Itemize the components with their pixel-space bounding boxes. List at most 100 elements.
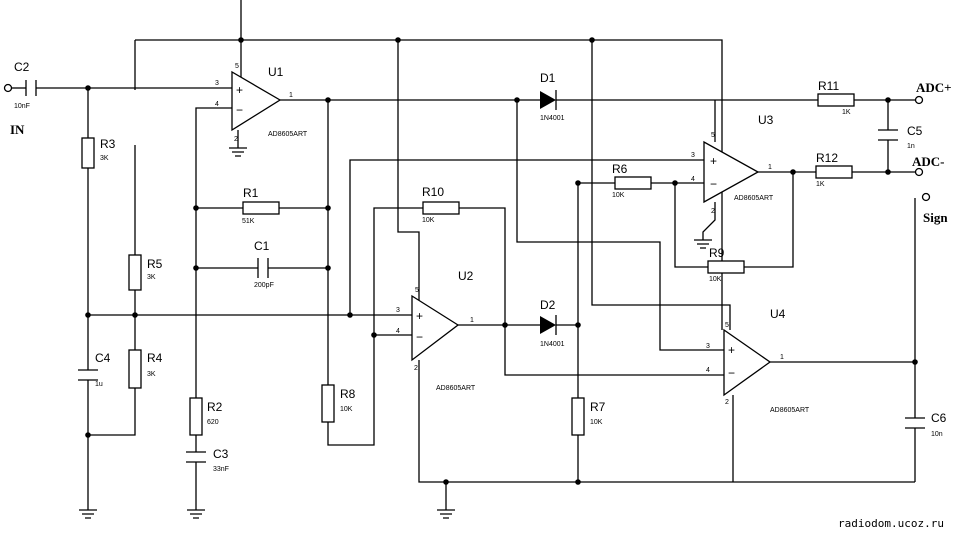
junction <box>132 312 138 318</box>
u4-plus-symbol: + <box>728 343 735 357</box>
u3-plus-symbol: + <box>710 154 717 168</box>
r2-ref: R2 <box>207 400 223 414</box>
port-label-adc-plus: ADC+ <box>916 80 952 95</box>
junction <box>575 180 581 186</box>
u1-pin-1: 1 <box>289 92 293 99</box>
u1-pin-5: 5 <box>235 63 239 70</box>
capacitor-c3 <box>186 451 206 463</box>
u3-ref: U3 <box>758 113 774 127</box>
r11-ref: R11 <box>818 79 839 93</box>
capacitor-c5 <box>878 129 898 141</box>
port-label-adc-minus: ADC- <box>912 154 945 169</box>
junction <box>790 169 796 175</box>
r1-value: 51K <box>242 218 255 225</box>
r8-ref: R8 <box>340 387 356 401</box>
r6-ref: R6 <box>612 162 628 176</box>
u3-pin-3: 3 <box>691 152 695 159</box>
d1-value: 1N4001 <box>540 115 565 122</box>
u3-minus-symbol: − <box>710 177 717 191</box>
u4-pin-4: 4 <box>706 367 710 374</box>
junction <box>912 359 918 365</box>
resistor-r11 <box>817 93 855 107</box>
d1-ref: D1 <box>540 71 556 85</box>
port-terminal-sign <box>921 192 931 202</box>
ground-icon <box>437 509 455 519</box>
junction <box>575 479 581 485</box>
watermark: radiodom.ucoz.ru <box>838 517 944 530</box>
port-terminal-adc-minus <box>914 167 924 177</box>
u2-pin-1: 1 <box>470 317 474 324</box>
r12-ref: R12 <box>816 151 838 165</box>
u2-pin-5: 5 <box>415 287 419 294</box>
r9-value: 10K <box>709 276 722 283</box>
junction <box>238 37 244 43</box>
resistor-r10 <box>422 201 460 215</box>
r12-value: 1K <box>816 181 825 188</box>
c1-ref: C1 <box>254 239 270 253</box>
c5-ref: C5 <box>907 124 923 138</box>
u1-plus-symbol: + <box>236 83 243 97</box>
r4-ref: R4 <box>147 351 163 365</box>
wire <box>516 100 724 351</box>
u4-pin-2: 2 <box>725 399 729 406</box>
u2-ref: U2 <box>458 269 474 283</box>
c6-ref: C6 <box>931 411 947 425</box>
r7-value: 10K <box>590 419 603 426</box>
r5-value: 3K <box>147 274 156 281</box>
wire <box>459 207 724 376</box>
r1-ref: R1 <box>243 186 259 200</box>
junction <box>371 332 377 338</box>
d2-value: 1N4001 <box>540 341 565 348</box>
wire <box>418 360 915 483</box>
u2-pin-4: 4 <box>396 328 400 335</box>
r8-value: 10K <box>340 406 353 413</box>
u1-value: AD8605ART <box>268 131 308 138</box>
opamp-u2 <box>411 294 460 362</box>
resistor-r4 <box>128 349 142 389</box>
opamp-u1 <box>231 70 282 132</box>
wire <box>195 107 232 398</box>
u4-minus-symbol: − <box>728 366 735 380</box>
u4-pin-5: 5 <box>725 322 729 329</box>
wire <box>88 388 136 436</box>
resistor-r6 <box>614 176 652 190</box>
port-label-sign: Sign <box>923 210 948 225</box>
wires <box>12 0 916 510</box>
c5-value: 1n <box>907 143 915 150</box>
u3-value: AD8605ART <box>734 195 774 202</box>
r3-ref: R3 <box>100 137 116 151</box>
junction <box>502 322 508 328</box>
u3-pin-4: 4 <box>691 176 695 183</box>
junction <box>514 97 520 103</box>
wire <box>674 183 708 268</box>
wire <box>591 40 731 330</box>
r10-value: 10K <box>422 217 435 224</box>
capacitor-c6 <box>905 417 925 429</box>
port-terminal-adc-plus <box>914 95 924 105</box>
diode-d2 <box>540 315 557 335</box>
u2-value: AD8605ART <box>436 385 476 392</box>
junction <box>443 479 449 485</box>
u2-plus-symbol: + <box>416 309 423 323</box>
u3-pin-1: 1 <box>768 164 772 171</box>
u4-pin-1: 1 <box>780 354 784 361</box>
u2-pin-2: 2 <box>414 365 418 372</box>
opamp-u4 <box>723 328 772 397</box>
junction <box>85 85 91 91</box>
r4-value: 3K <box>147 371 156 378</box>
r6-value: 10K <box>612 192 625 199</box>
capacitor-c4 <box>78 369 98 381</box>
r10-ref: R10 <box>422 185 444 199</box>
junction-dots <box>85 37 918 485</box>
c2-ref: C2 <box>14 60 30 74</box>
ground-icon <box>187 509 205 519</box>
u4-ref: U4 <box>770 307 786 321</box>
wire <box>744 172 794 268</box>
junction <box>395 37 401 43</box>
u2-pin-3: 3 <box>396 307 400 314</box>
ground-icon <box>79 509 97 519</box>
u2-minus-symbol: − <box>416 330 423 344</box>
resistor-r9 <box>707 260 745 274</box>
wire <box>397 40 420 305</box>
